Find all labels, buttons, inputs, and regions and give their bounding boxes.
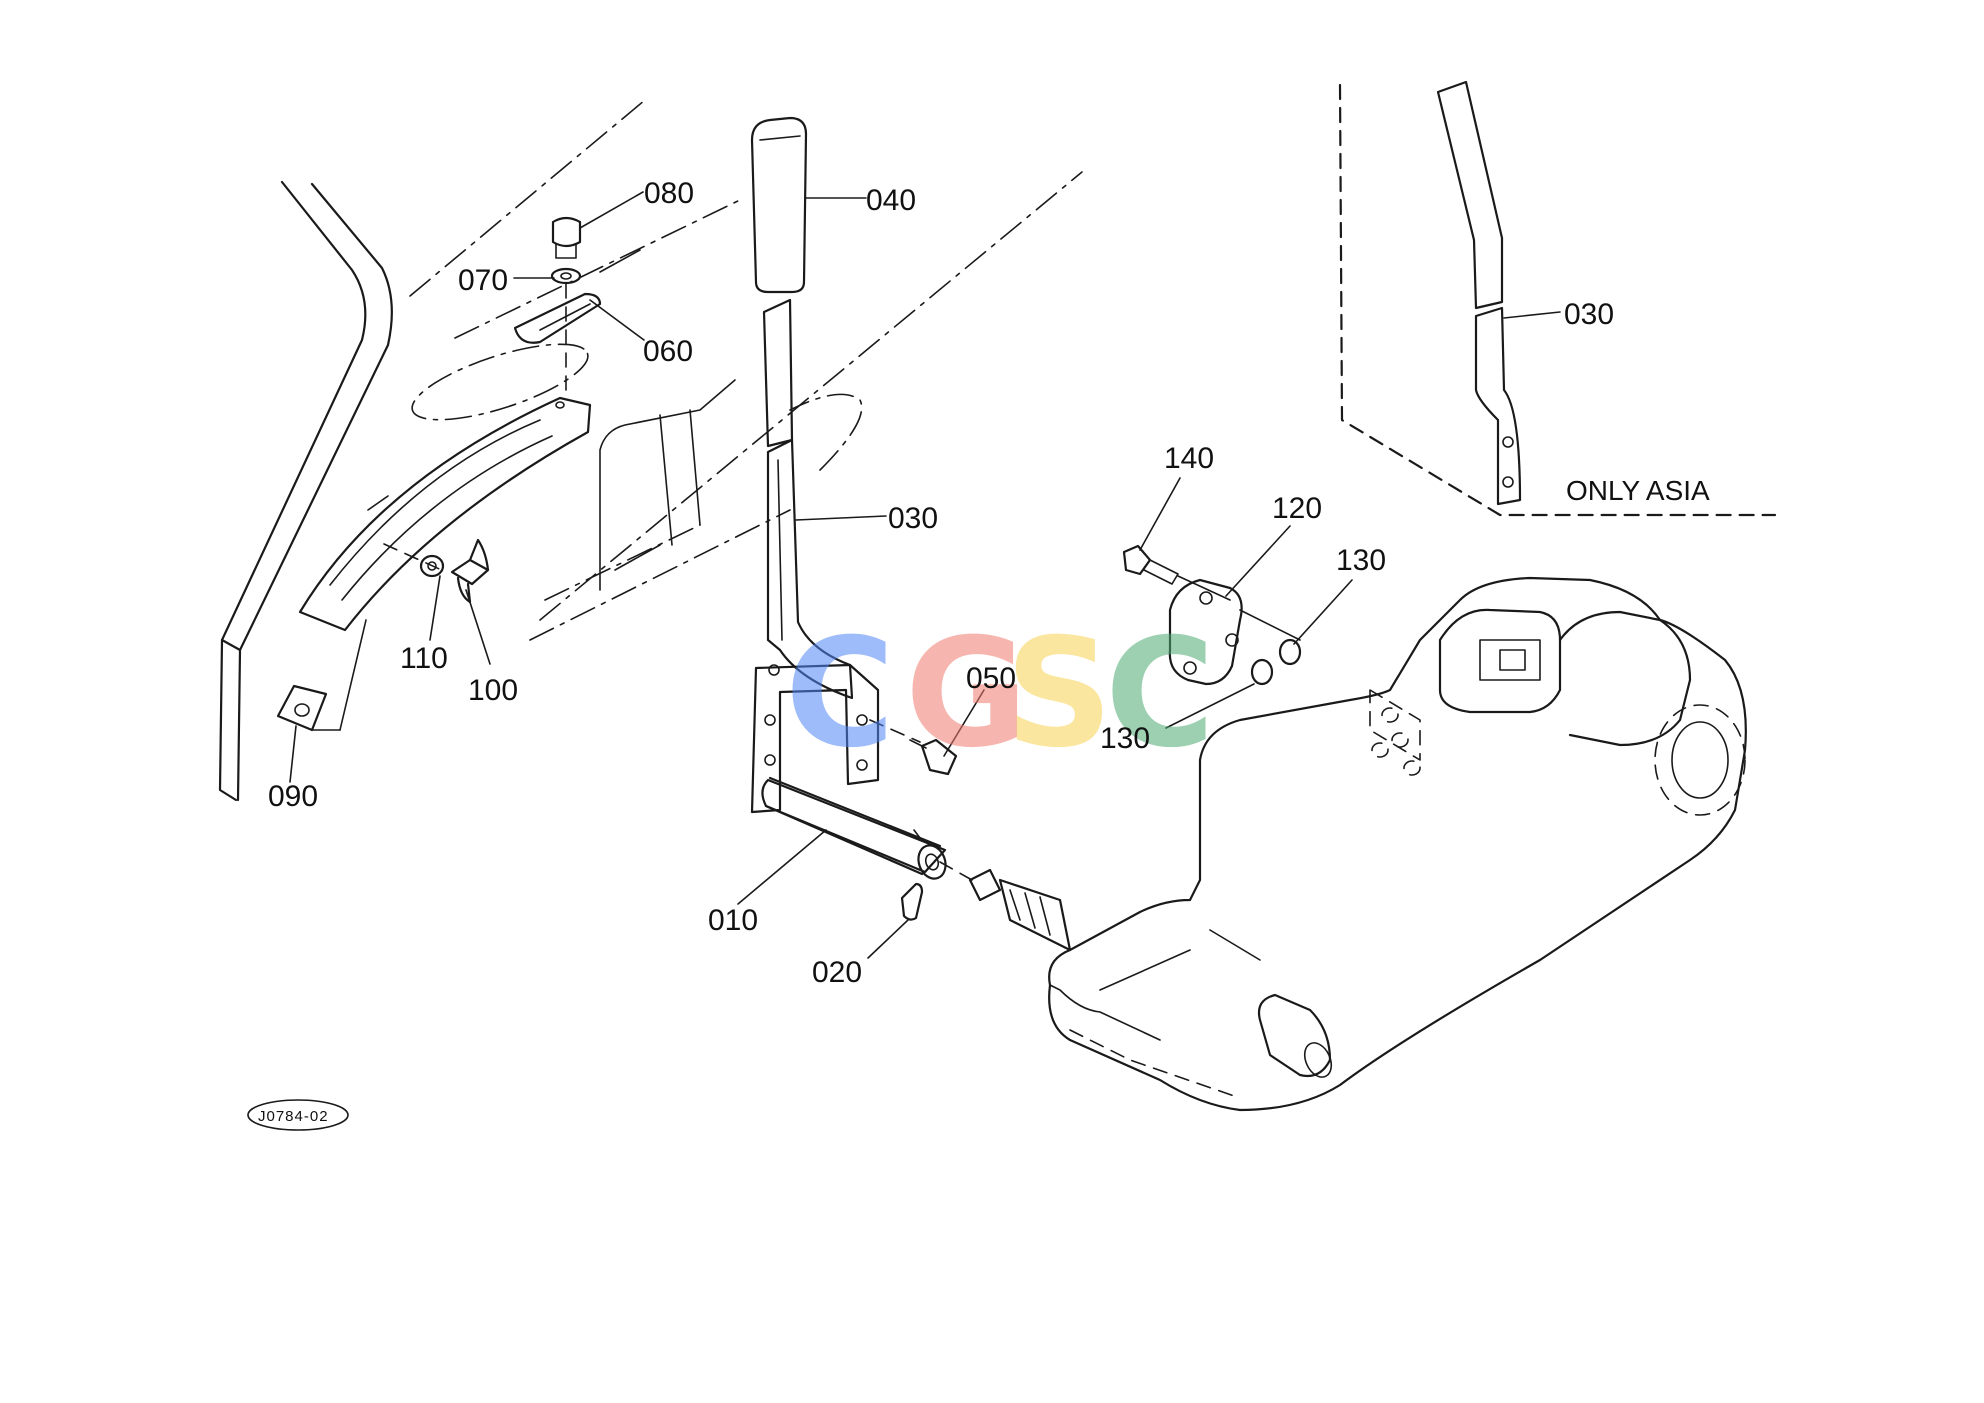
label-090: 090: [268, 780, 318, 813]
label-120: 120: [1272, 492, 1322, 525]
asia-inset: [1338, 80, 1777, 517]
label-030-asia: 030: [1564, 298, 1614, 331]
bolt-050: [869, 719, 958, 776]
label-030: 030: [888, 502, 938, 535]
label-060: 060: [643, 335, 693, 368]
washer-070: [550, 267, 582, 285]
label-140: 140: [1164, 442, 1214, 475]
wing-nut-100: [383, 538, 490, 604]
gasket-plate-120: [1168, 575, 1301, 686]
watermark-letter-2: G: [905, 607, 1028, 781]
label-130-lower: 130: [1100, 722, 1150, 755]
label-010: 010: [708, 904, 758, 937]
watermark-letter-4: C: [1105, 607, 1215, 781]
bracket: [750, 663, 880, 814]
leader-lines: [289, 191, 1561, 959]
watermark-letter-1: C: [785, 607, 895, 781]
drawing-code-badge: J0784-02: [247, 1099, 349, 1131]
valve-assembly: [939, 576, 1747, 1112]
label-050: 050: [966, 662, 1016, 695]
watermark-letter-3: S: [1005, 607, 1113, 781]
grip-040: [750, 116, 808, 294]
fender-panel: [218, 99, 741, 802]
label-020: 020: [812, 956, 862, 989]
only-asia-note: ONLY ASIA: [1566, 475, 1710, 506]
lever-030: [762, 298, 854, 700]
label-100: 100: [468, 674, 518, 707]
bolt-140: [1122, 544, 1179, 585]
o-ring-130-upper: [1278, 638, 1302, 666]
label-040: 040: [866, 184, 916, 217]
drawing-code: J0784-02: [258, 1108, 329, 1125]
back-panel: [529, 171, 1083, 641]
part-labels: 080 070 060 040 030 110 100 090 050 010 …: [268, 177, 1710, 989]
pin-020: [900, 882, 924, 921]
washer-110: [419, 554, 445, 578]
label-080: 080: [644, 177, 694, 210]
plate-060: [513, 283, 602, 393]
watermark: C G S C: [785, 607, 1215, 781]
label-110: 110: [400, 642, 448, 675]
label-130-upper: 130: [1336, 544, 1386, 577]
shaft-010: [761, 776, 947, 880]
label-070: 070: [458, 264, 508, 297]
o-ring-130-lower: [1250, 658, 1274, 686]
bolt-080: [551, 216, 582, 259]
clip-090: [276, 619, 367, 732]
